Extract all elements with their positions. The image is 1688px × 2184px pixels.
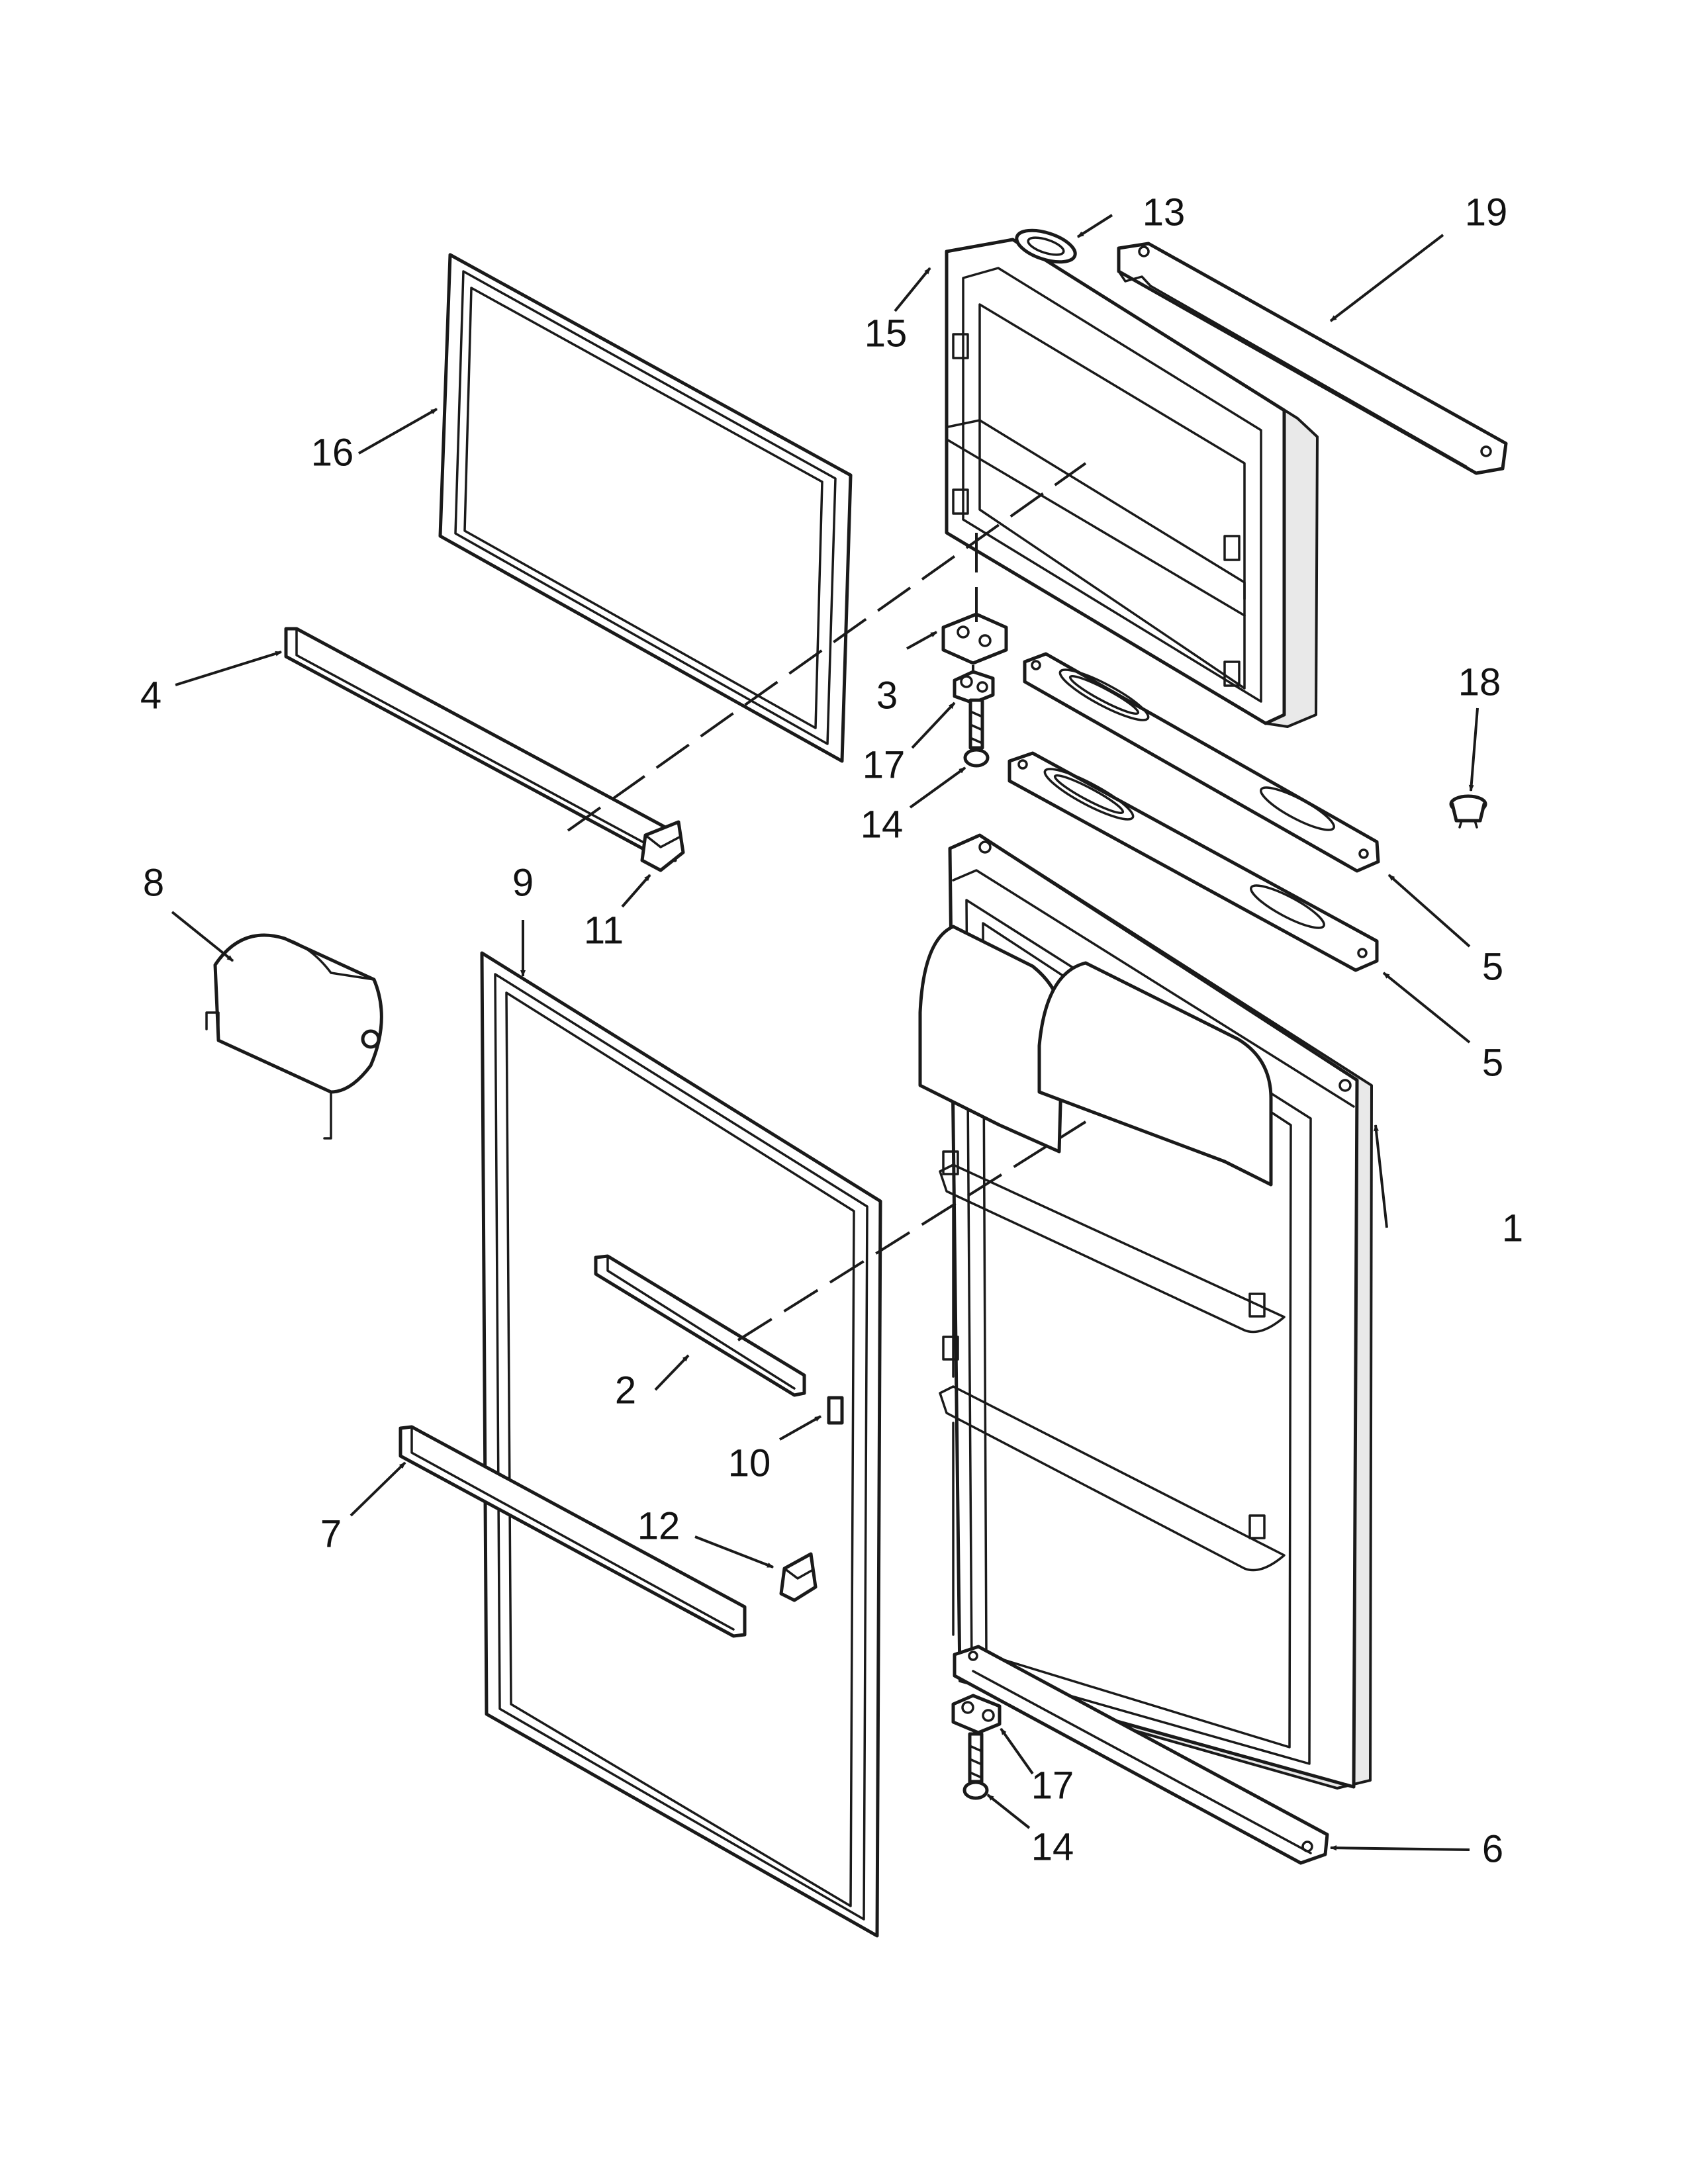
leader-13	[1076, 214, 1113, 238]
callout-12: 12	[637, 1504, 680, 1547]
freezer-door-gasket	[438, 253, 853, 763]
rail-end-cap-small	[827, 1396, 844, 1425]
door-handle-trim-upper	[1023, 652, 1380, 873]
freezer-door-liner	[945, 238, 1319, 728]
callout-14a: 14	[861, 803, 904, 846]
callout-3: 3	[876, 674, 898, 717]
rail-end-cap	[640, 820, 685, 872]
leader-lines	[171, 214, 1479, 1851]
leader-18	[1468, 707, 1479, 792]
fresh-food-door-gasket	[480, 951, 882, 1938]
callout-2: 2	[615, 1369, 636, 1412]
leader-19	[1329, 234, 1444, 322]
callout-15: 15	[865, 312, 908, 355]
leader-8	[171, 911, 234, 962]
callout-1: 1	[1502, 1206, 1523, 1250]
plug-button	[1015, 228, 1077, 264]
hinge-screw-lower	[962, 1732, 989, 1800]
leader-16	[358, 408, 438, 455]
callout-10: 10	[728, 1441, 771, 1484]
hinge-plate	[941, 612, 1008, 665]
fresh-food-door	[918, 833, 1373, 1790]
plug	[1449, 794, 1487, 829]
callout-19: 19	[1465, 191, 1508, 234]
freezer-door-top-trim	[1117, 242, 1508, 475]
door-handle-trim-lower	[1008, 751, 1379, 972]
leader-5a	[1387, 874, 1471, 948]
leader-12	[694, 1535, 774, 1569]
leader-15	[894, 267, 931, 312]
leader-14b	[986, 1794, 1031, 1829]
leader-4	[175, 651, 282, 686]
leader-10	[779, 1415, 821, 1441]
callout-17b: 17	[1031, 1764, 1074, 1807]
callout-9: 9	[512, 861, 534, 904]
leader-6	[1330, 1845, 1470, 1851]
callout-16: 16	[311, 431, 354, 474]
callout-7: 7	[320, 1512, 342, 1555]
leader-3	[906, 631, 937, 650]
leader-7	[350, 1461, 406, 1517]
leader-2	[654, 1354, 690, 1391]
freezer-shelf-rail	[284, 627, 677, 862]
hinge-bushing-lower	[951, 1694, 1002, 1735]
callout-14b: 14	[1031, 1825, 1074, 1868]
callout-4: 4	[140, 674, 162, 717]
leader-5b	[1382, 972, 1471, 1044]
callout-18: 18	[1458, 660, 1501, 704]
dairy-door	[205, 933, 383, 1140]
leader-14a	[909, 766, 966, 809]
callout-6: 6	[1482, 1827, 1503, 1870]
callout-11: 11	[584, 909, 624, 952]
leader-17b	[1000, 1727, 1034, 1775]
callout-labels: 1 2 3 4 5 5 6 7 8 9 10 11 12 13 14 14 15…	[140, 191, 1523, 1870]
door-bottom-trim	[953, 1645, 1329, 1865]
hinge-bushing-upper	[953, 670, 995, 705]
leader-17a	[911, 702, 956, 749]
rail-end-cap-lower	[779, 1552, 818, 1602]
callout-13: 13	[1143, 191, 1186, 234]
callout-5b: 5	[1482, 1041, 1503, 1084]
hinge-screw-upper	[963, 698, 990, 768]
callout-8: 8	[143, 861, 164, 904]
door-shelf-rail-lower	[399, 1425, 747, 1638]
door-shelf-rail	[594, 1254, 806, 1397]
callout-5a: 5	[1482, 945, 1503, 988]
callout-17a: 17	[863, 743, 906, 786]
assembly-lines	[567, 462, 1087, 1342]
leader-11	[621, 874, 651, 908]
leader-1	[1374, 1124, 1388, 1228]
